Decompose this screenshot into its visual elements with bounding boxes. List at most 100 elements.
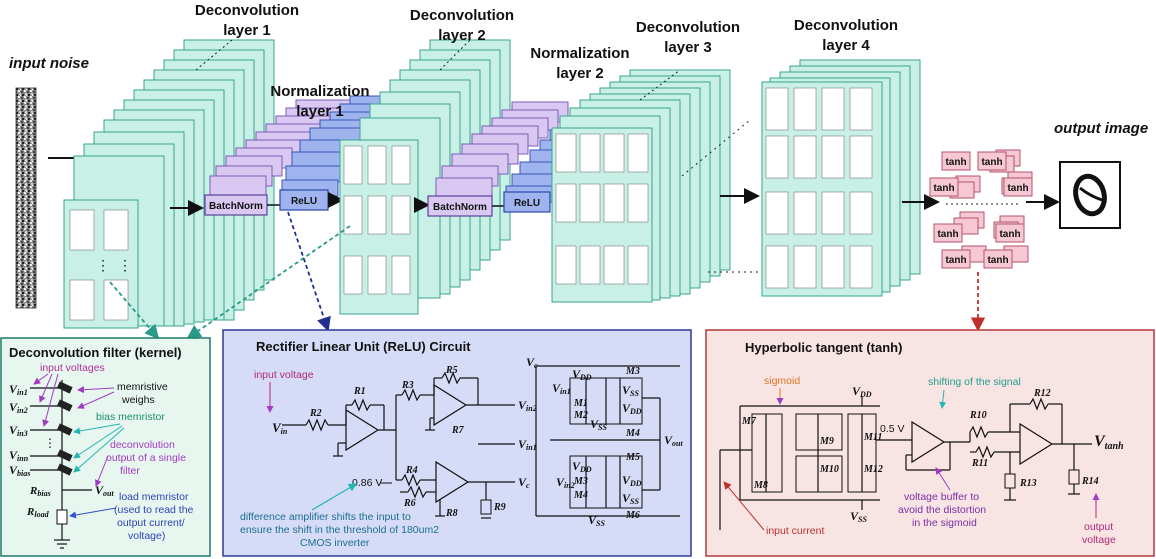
arrow-filter-detail-1 [109, 281, 160, 340]
svg-text:M2: M2 [573, 410, 588, 421]
svg-text:R6: R6 [403, 498, 416, 509]
memristive-label-1: memristive [117, 381, 168, 393]
tanh-label-1: tanh [945, 157, 966, 168]
svg-text:VSS: VSS [850, 509, 867, 524]
svg-text:Vin1: Vin1 [9, 382, 28, 397]
deconv-layer-1-title: Deconvolution [195, 2, 299, 19]
half-volt-label: 0.5 V [880, 423, 905, 435]
svg-text:M5: M5 [625, 452, 640, 463]
arrow-relu-detail [287, 211, 331, 332]
svg-text:VDD: VDD [572, 459, 592, 474]
relu-bias-voltage: 0.86 V [352, 477, 382, 489]
svg-text:R14: R14 [1081, 476, 1099, 487]
voltage-buffer-label-2: avoid the distortion [898, 504, 986, 516]
filter-crossbar-circuit: ⋮ [30, 380, 92, 549]
svg-text:R7: R7 [451, 425, 465, 436]
svg-text:Vin2: Vin2 [518, 398, 537, 413]
svg-text:Vin3: Vin3 [9, 423, 28, 438]
deconv-layer-1-subtitle: layer 1 [223, 22, 271, 39]
input-noise-image [15, 87, 37, 309]
filter-symbols: Vin1 Vin2 Vin3 Vinn Vbias Rbias Vout Rlo… [9, 382, 114, 519]
relu-panel-title: Rectifier Linear Unit (ReLU) Circuit [256, 339, 471, 354]
svg-text:Vin2: Vin2 [556, 475, 575, 490]
tanh-buffer-and-shifter-circuit [905, 397, 1092, 501]
svg-text:Vin2: Vin2 [9, 400, 28, 415]
deconv-layer-2-title: Deconvolution [410, 7, 514, 24]
svg-text:Vin1: Vin1 [518, 437, 537, 452]
deconv-layer-1-stack: ⋮ ⋮ [63, 39, 275, 329]
norm-layer-1-subtitle: layer 1 [296, 103, 344, 120]
svg-text:VSS: VSS [622, 383, 639, 398]
bias-memristor-label: bias memristor [96, 411, 165, 423]
deconv-output-label-3: filter [120, 465, 140, 477]
deconv-layer-3-subtitle: layer 3 [664, 39, 712, 56]
svg-text:Vinn: Vinn [9, 448, 29, 463]
svg-text:Vout: Vout [664, 433, 683, 448]
svg-text:VSS: VSS [590, 417, 607, 432]
relu-block-2 [503, 191, 551, 213]
filter-panel-title: Deconvolution filter (kernel) [9, 345, 182, 360]
digit-zero-icon [1073, 173, 1107, 217]
output-voltage-label-1: output [1084, 521, 1113, 533]
voltage-buffer-label-1: voltage buffer to [904, 491, 979, 503]
output-image-label: output image [1054, 120, 1148, 137]
svg-text:R8: R8 [445, 508, 458, 519]
svg-text:R9: R9 [493, 502, 506, 513]
tanh-label-6: tanh [999, 229, 1020, 240]
svg-text:⋮: ⋮ [96, 257, 110, 273]
relu-opamp-circuit [282, 371, 515, 519]
svg-text:VSS: VSS [622, 491, 639, 506]
sigmoid-label: sigmoid [764, 375, 800, 387]
tanh-sigmoid-circuit [719, 396, 912, 530]
relu-label-1: ReLU [291, 196, 317, 207]
svg-text:R11: R11 [971, 458, 988, 469]
svg-text:R2: R2 [309, 408, 322, 419]
norm-layer-2-title: Normalization [530, 45, 629, 62]
tanh-label-7: tanh [945, 255, 966, 266]
svg-text:M1: M1 [573, 398, 588, 409]
svg-text:VDD: VDD [852, 384, 872, 399]
batchnorm-label-2: BatchNorm [433, 202, 487, 213]
tanh-label-5: tanh [937, 229, 958, 240]
tanh-layer-stack [929, 149, 1033, 269]
svg-text:VSS: VSS [588, 513, 605, 528]
svg-text:Vout: Vout [95, 483, 114, 498]
svg-text:R12: R12 [1033, 388, 1051, 399]
svg-text:R13: R13 [1019, 478, 1037, 489]
svg-text:⋮: ⋮ [118, 257, 132, 273]
svg-text:Vc: Vc [526, 355, 538, 370]
svg-text:Rbias: Rbias [29, 485, 51, 498]
deconv-layer-2-subtitle: layer 2 [438, 27, 486, 44]
svg-text:M4: M4 [625, 428, 640, 439]
tanh-label-3: tanh [933, 183, 954, 194]
load-memristor-label-3: output current/ [117, 517, 185, 529]
tanh-panel-title: Hyperbolic tangent (tanh) [745, 340, 902, 355]
svg-text:M6: M6 [625, 510, 640, 521]
svg-text:Vtanh: Vtanh [1094, 433, 1124, 452]
svg-text:R3: R3 [401, 380, 414, 391]
svg-text:M9: M9 [819, 436, 834, 447]
relu-note-3: CMOS inverter [300, 537, 370, 549]
relu-note-1: difference amplifier shifts the input to [240, 511, 411, 523]
tanh-label-4: tanh [1007, 183, 1028, 194]
output-voltage-label-2: voltage [1082, 534, 1116, 546]
load-memristor-label-2: (used to read the [114, 504, 194, 516]
svg-text:VDD: VDD [622, 473, 642, 488]
svg-text:Vbias: Vbias [9, 463, 30, 478]
svg-text:Vin1: Vin1 [552, 381, 571, 396]
tanh-label-8: tanh [987, 255, 1008, 266]
filter-pointer-arrows [33, 373, 125, 519]
norm-layer-2-subtitle: layer 2 [556, 65, 604, 82]
load-memristor-label-4: voltage) [128, 530, 165, 542]
deconv-layer-3-stack [551, 69, 731, 303]
deconv-layer-4-title: Deconvolution [794, 17, 898, 34]
svg-text:M10: M10 [819, 464, 839, 475]
svg-text:M3: M3 [625, 366, 640, 377]
svg-text:R5: R5 [445, 365, 458, 376]
svg-text:⋮: ⋮ [44, 436, 56, 450]
norm-layer-1-title: Normalization [270, 83, 369, 100]
batchnorm-label-1: BatchNorm [209, 201, 263, 212]
deconv-layer-4-subtitle: layer 4 [822, 37, 870, 54]
deconv-output-label-1: deconvolution [110, 439, 175, 451]
